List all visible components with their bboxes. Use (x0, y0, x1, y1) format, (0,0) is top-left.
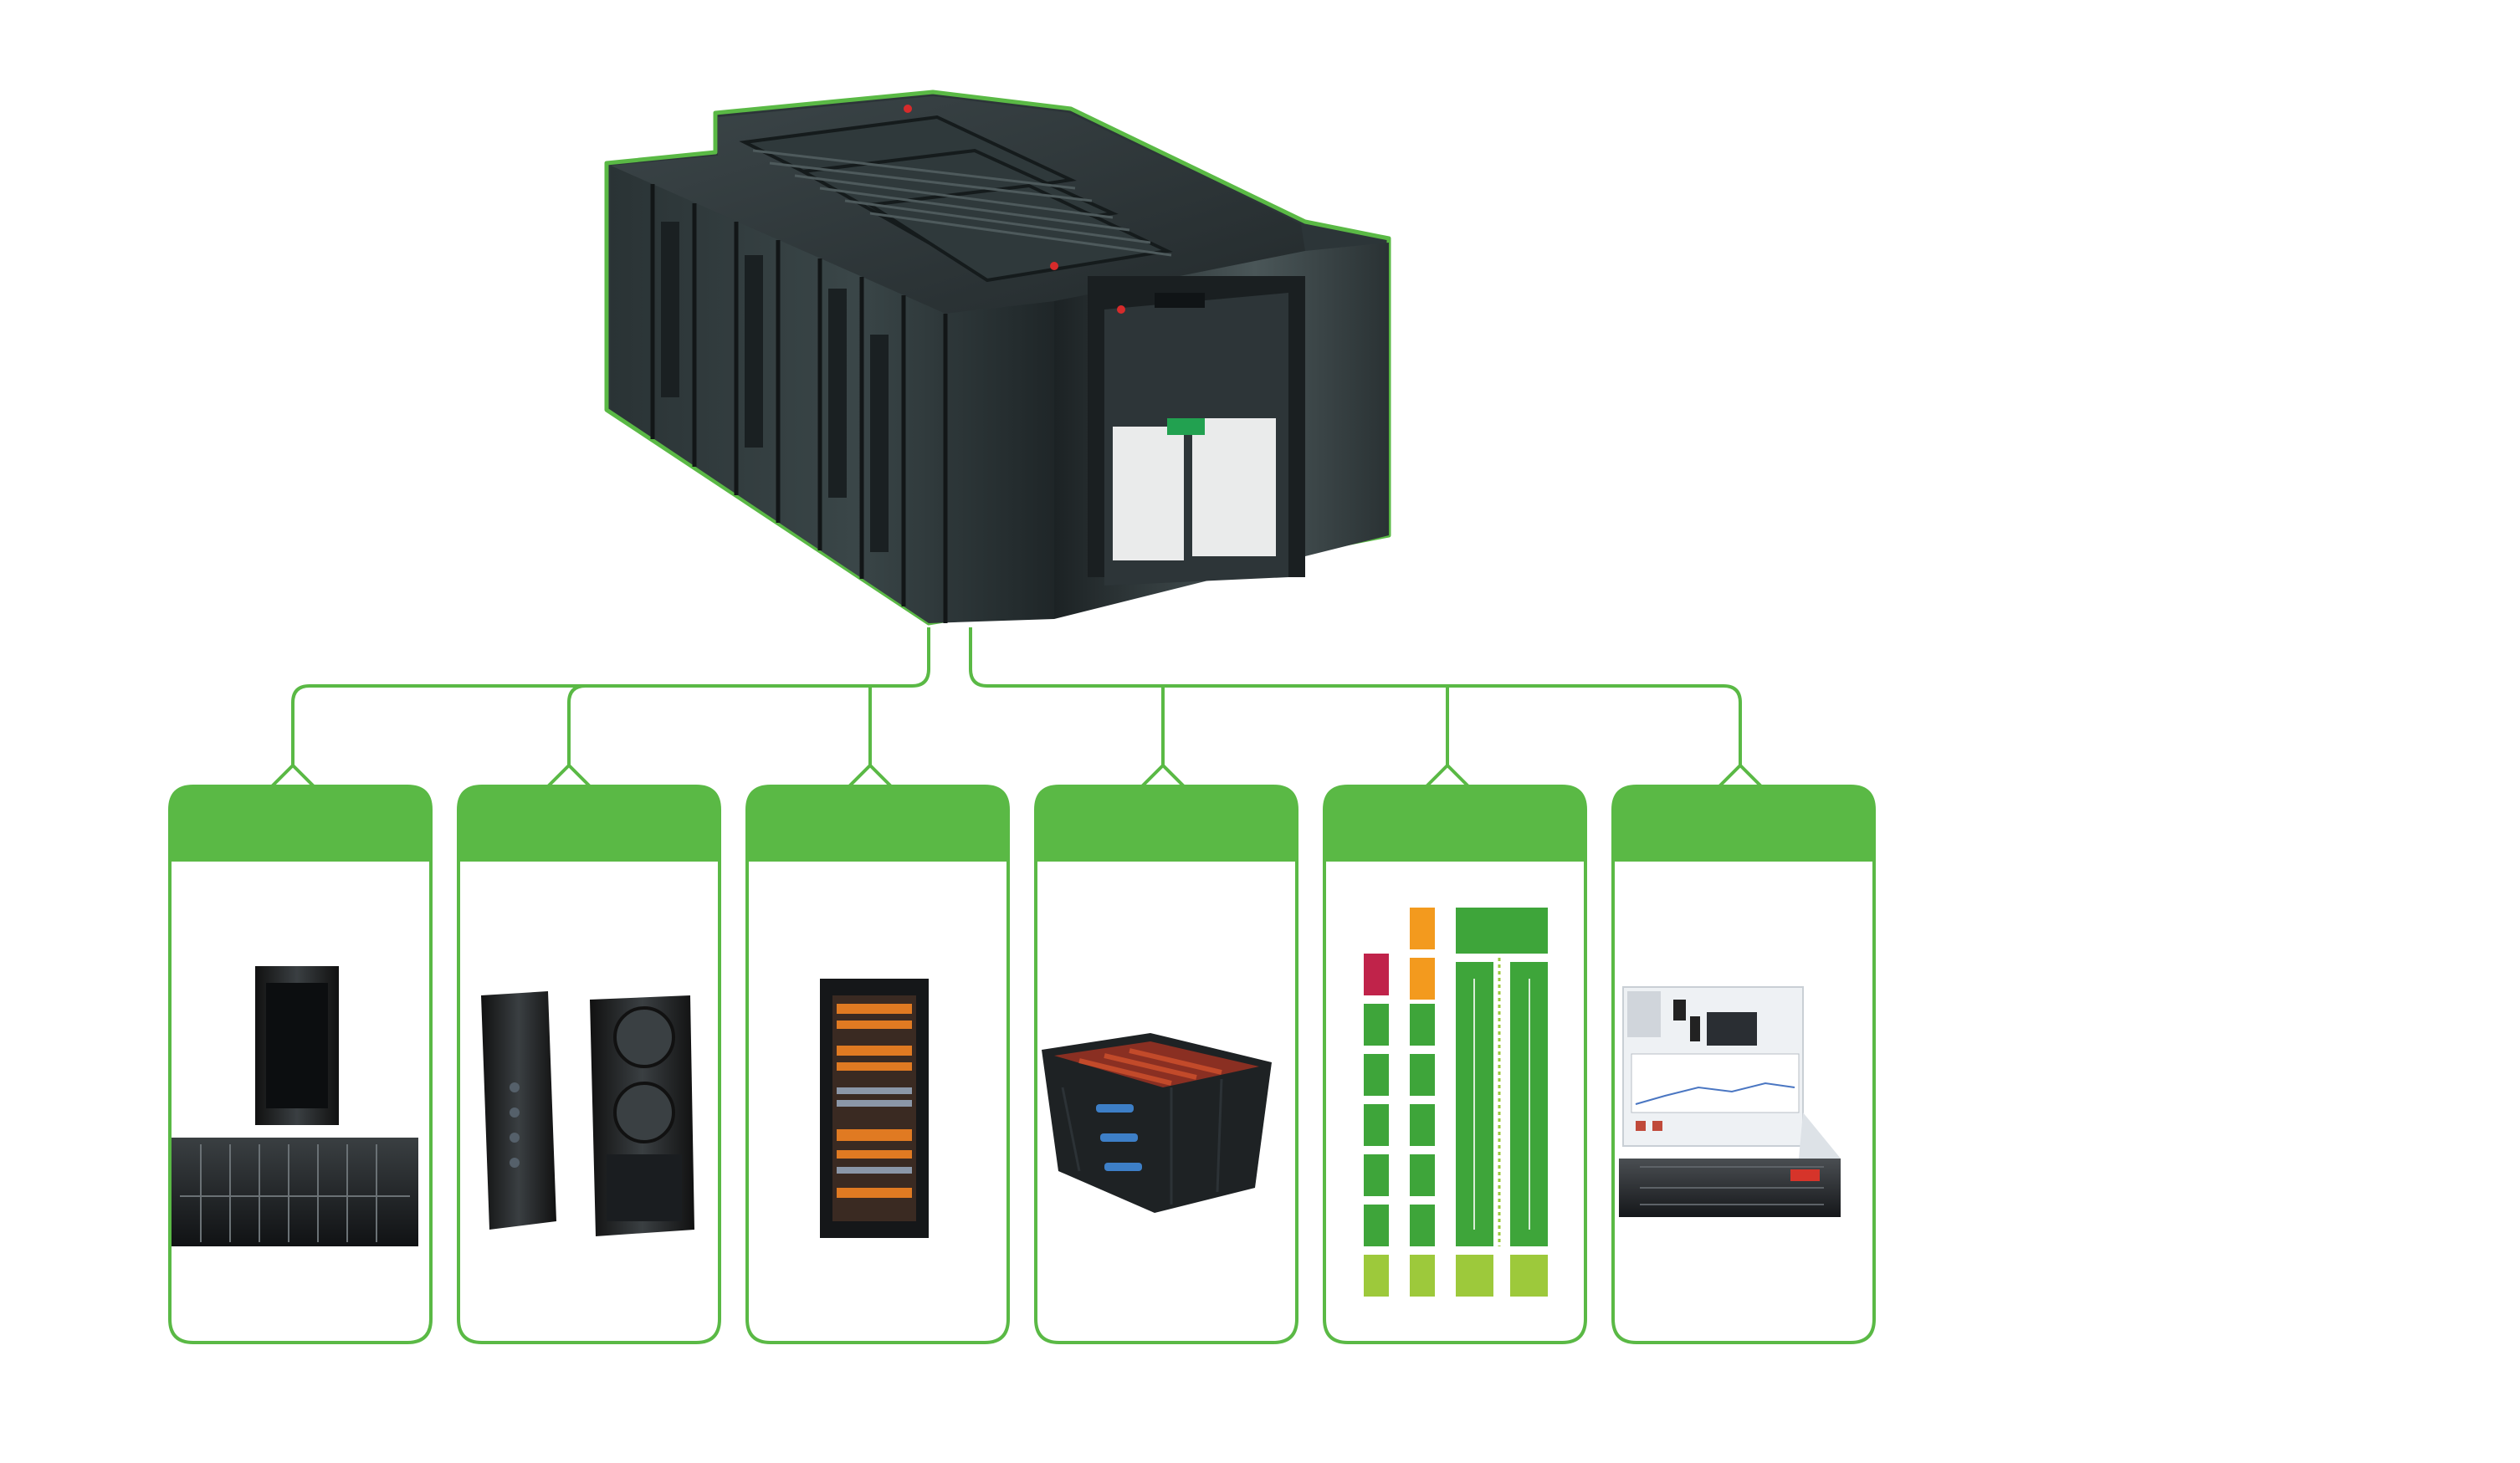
trunk-connector-right (969, 627, 1763, 788)
branch-monitoring (1718, 764, 1742, 788)
network-rack-cabinet-icon (820, 979, 929, 1238)
branch-management (1425, 686, 1470, 788)
branch-containment (1140, 686, 1186, 788)
cabinet-doors (650, 184, 948, 623)
status-leds (904, 105, 1125, 314)
cabinet-vents (661, 222, 889, 552)
management-software-flowchart-icon (1364, 908, 1548, 1297)
monitoring-appliance-icon (1619, 986, 1841, 1217)
roof-ribs (752, 149, 1172, 257)
inrow-cooling-units-icon (481, 991, 694, 1236)
card-header (747, 786, 1008, 862)
trunk-connector (291, 627, 930, 788)
card-header (1324, 786, 1585, 862)
card-header (1613, 786, 1874, 862)
ups-power-cabinets-icon (172, 966, 418, 1246)
card-header (1036, 786, 1297, 862)
aisle-door (1088, 276, 1305, 586)
card-header (458, 786, 720, 862)
child-cards (168, 785, 1876, 1344)
modular-datacenter-pod-icon (604, 90, 1391, 626)
hot-aisle-containment-icon (1042, 1033, 1272, 1213)
branch-cooling (546, 684, 592, 788)
branch-racks (848, 686, 893, 788)
branch-ups (270, 764, 295, 788)
card-header (170, 786, 431, 862)
connector-lines (270, 627, 1763, 788)
